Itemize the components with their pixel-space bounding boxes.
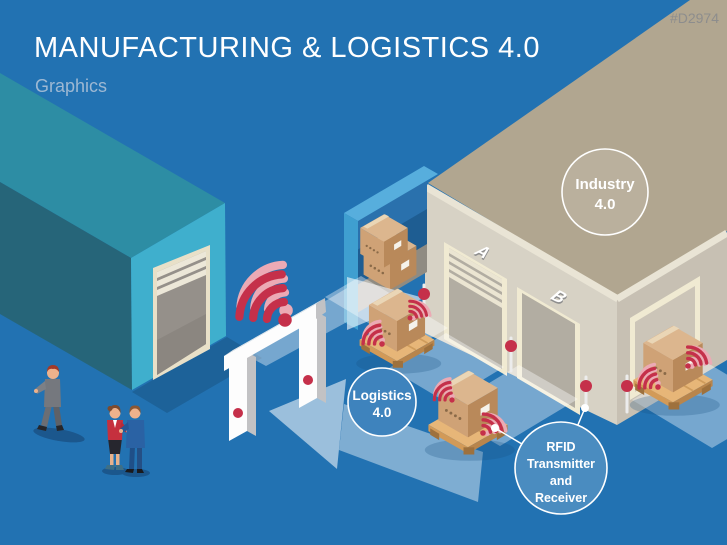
teal-warehouse: [0, 73, 262, 413]
rfid-badge-line3: and: [550, 474, 572, 488]
rfid-beacon-icon: [580, 380, 592, 392]
logistics-badge-line1: Logistics: [352, 388, 411, 403]
person-red-jacket: [102, 405, 130, 475]
gate-beam: [224, 298, 326, 371]
tan-warehouse-roof: [428, 0, 727, 297]
industry-badge: Industry 4.0: [561, 148, 649, 236]
industry-badge-line1: Industry: [575, 176, 635, 193]
gate-left-pillar: [229, 352, 256, 441]
person-grey-suit: [33, 365, 85, 443]
rfid-gate: [224, 298, 326, 441]
big-arrow-head: [269, 379, 346, 469]
tan-warehouse-cornice-side: [615, 229, 727, 303]
dock-door-b: [517, 287, 580, 415]
rfid-badge-line4: Receiver: [535, 491, 587, 505]
industry-badge-line2: 4.0: [595, 196, 616, 213]
slide-subtitle: Graphics: [35, 76, 107, 96]
slide-title: MANUFACTURING & LOGISTICS 4.0: [34, 32, 540, 64]
person-blue-suit: [119, 405, 150, 477]
callout-anchor-dot: [581, 404, 589, 412]
pallet-box-3: [629, 326, 720, 416]
beacon-pole-2: [505, 336, 517, 373]
pallet-box-2: [424, 371, 515, 461]
logistics-badge: Logistics 4.0: [347, 367, 417, 437]
rfid-badge: RFID Transmitter and Receiver: [491, 404, 608, 515]
callout-anchor-dot: [491, 424, 499, 432]
gate-right-pillar: [299, 312, 326, 408]
rfid-beacon-icon: [418, 288, 430, 300]
rfid-beacon-icon: [303, 375, 313, 385]
rfid-badge-line1: RFID: [546, 440, 575, 454]
rfid-beacon-icon: [621, 380, 633, 392]
dock-roof: [344, 166, 438, 221]
teal-warehouse-side-wall: [0, 182, 132, 390]
rfid-beacon-icon: [233, 408, 243, 418]
logistics-badge-line2: 4.0: [373, 405, 392, 420]
beacon-pole-4: [621, 374, 633, 414]
teal-warehouse-door: [153, 245, 210, 380]
rfid-badge-line2: Transmitter: [527, 457, 595, 471]
catalog-id: #D2974: [670, 10, 719, 26]
rfid-beacon-icon: [505, 340, 517, 352]
path-door-a: [389, 333, 504, 402]
teal-warehouse-roof: [0, 73, 225, 258]
tan-warehouse-cornice-front: [424, 183, 620, 303]
dock-door-a: [444, 242, 507, 376]
